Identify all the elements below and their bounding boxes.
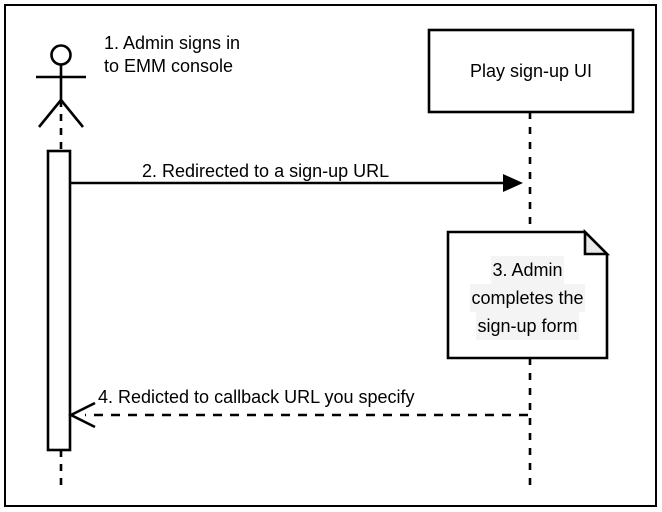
actor-caption-line-2: to EMM console: [104, 56, 234, 76]
actor-leg-right-icon: [59, 99, 85, 128]
note-fold-corner-icon: [583, 228, 611, 256]
actor-leg-left-icon: [37, 99, 63, 128]
message-4-arrowhead-icon: [68, 401, 96, 429]
play-signup-ui-label: Play sign-up UI: [469, 60, 593, 81]
actor-activation-bar: [46, 149, 72, 452]
note-line-1: 3. Admin: [491, 256, 564, 284]
message-2-arrowhead-icon: [503, 174, 523, 192]
note-line-2: completes the: [470, 284, 585, 312]
note-line-3: sign-up form: [476, 312, 579, 340]
play-signup-ui-box: [427, 28, 635, 114]
note-text-block: 3. Admin completes the sign-up form: [449, 256, 606, 340]
message-2-label: 2. Redirected to a sign-up URL: [142, 161, 390, 181]
actor-caption-line-1: 1. Admin signs in: [104, 33, 241, 53]
diagram-outer-border: [4, 4, 657, 507]
admin-actor-icon: [36, 44, 86, 128]
actor-head-icon: [50, 44, 72, 66]
message-4-label: 4. Redicted to callback URL you specify: [98, 387, 415, 407]
